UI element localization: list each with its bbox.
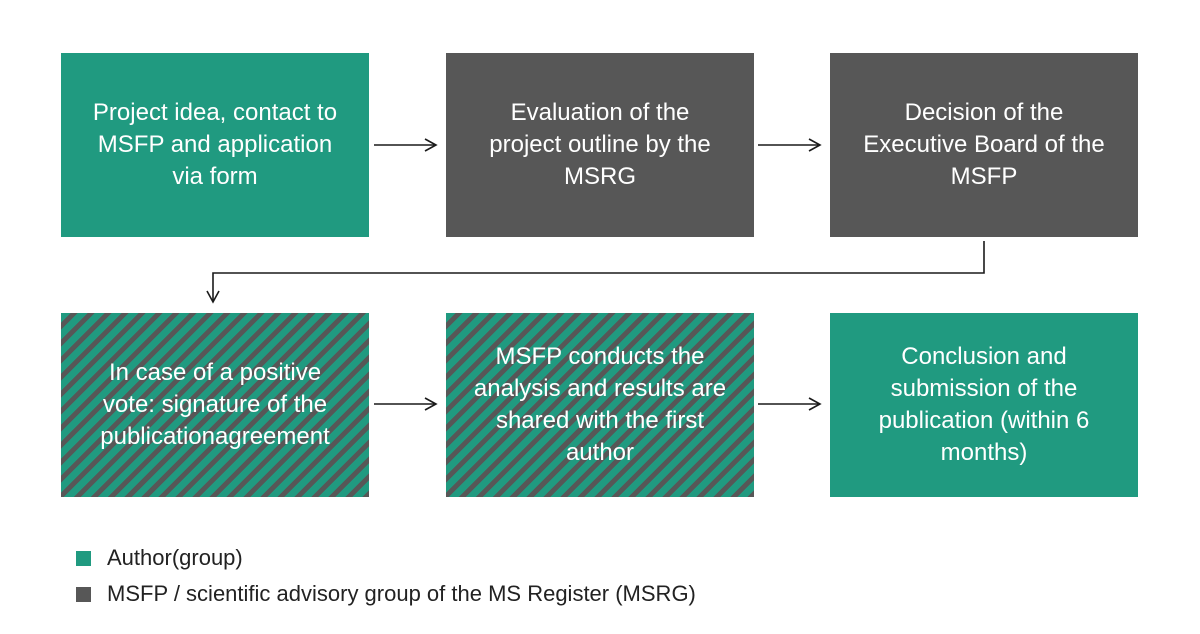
step-5-text: MSFP conducts the analysis and results a… bbox=[473, 343, 727, 466]
step-4-box: In case of a positive vote: signature of… bbox=[61, 313, 369, 497]
arrow-3-to-4 bbox=[206, 241, 985, 304]
step-6-text: Conclusion and submission of the publica… bbox=[878, 343, 1090, 466]
step-6-box: Conclusion and submission of the publica… bbox=[830, 313, 1138, 497]
step-3-text: Decision of the Executive Board of the M… bbox=[863, 99, 1105, 190]
step-1-text: Project idea, contact to MSFP and applic… bbox=[92, 99, 338, 190]
step-2-box: Evaluation of the project outline by the… bbox=[446, 53, 754, 237]
legend-label-author: Author(group) bbox=[107, 545, 243, 570]
legend-swatch-msfp bbox=[76, 586, 91, 602]
legend-swatch-author bbox=[76, 550, 91, 566]
step-5-box: MSFP conducts the analysis and results a… bbox=[446, 313, 754, 497]
legend-item-msfp: MSFP / scientific advisory group of the … bbox=[76, 581, 696, 607]
step-2-text: Evaluation of the project outline by the… bbox=[489, 99, 711, 190]
legend-label-msfp: MSFP / scientific advisory group of the … bbox=[107, 581, 696, 606]
step-1-box: Project idea, contact to MSFP and applic… bbox=[61, 53, 369, 237]
step-4-text: In case of a positive vote: signature of… bbox=[100, 359, 330, 450]
legend-item-author: Author(group) bbox=[76, 545, 243, 571]
step-3-box: Decision of the Executive Board of the M… bbox=[830, 53, 1138, 237]
